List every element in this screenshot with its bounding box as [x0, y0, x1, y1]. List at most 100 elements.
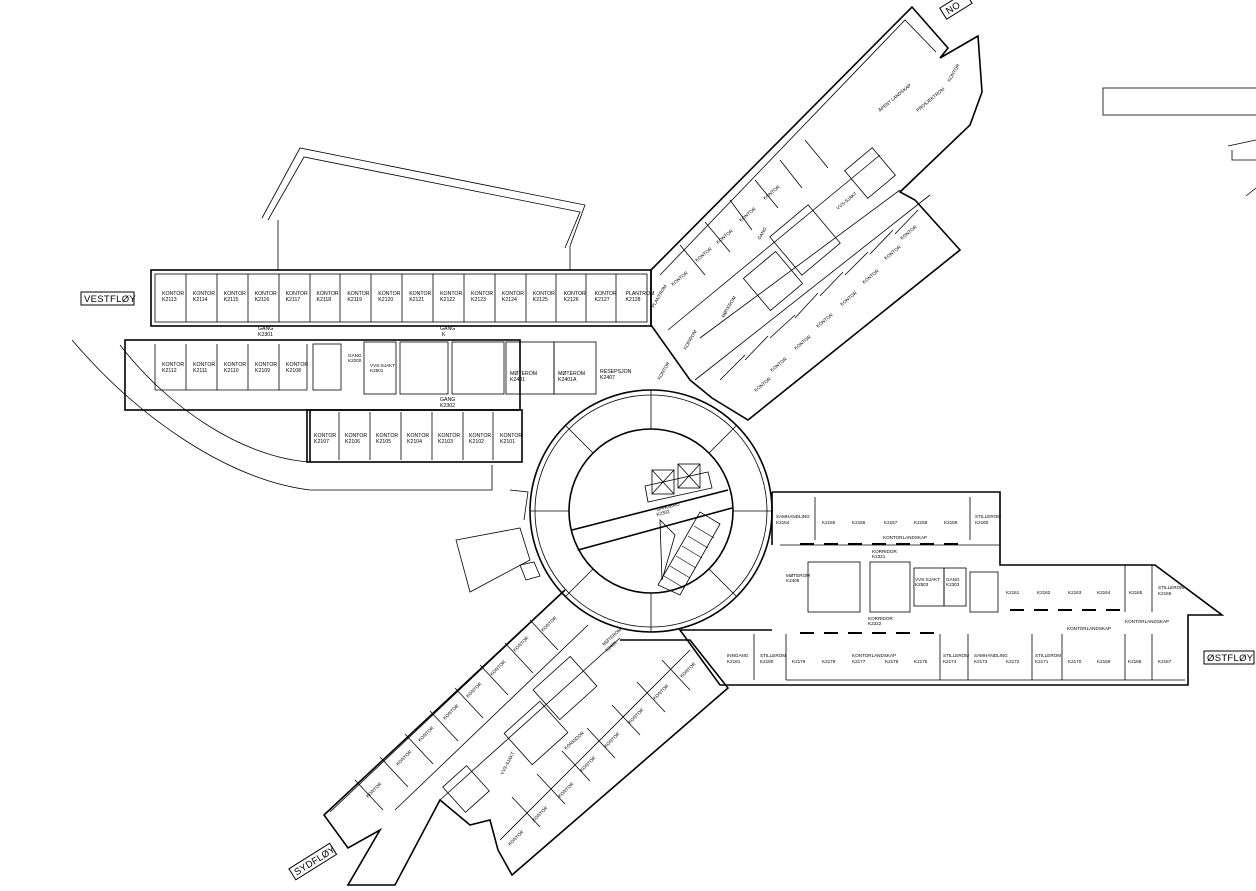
- east-meeting-label: MØTEROM K2405: [786, 573, 810, 583]
- room-code: K2106: [345, 439, 360, 445]
- room-label: KONTOR: [815, 312, 834, 329]
- landscape-label: KONTORLANDSKAP: [883, 535, 927, 540]
- room-name: KONTOR: [861, 268, 880, 285]
- room-name: GANG: [348, 353, 362, 358]
- corridor-label-name: GANG: [258, 326, 273, 332]
- room-code: K2128: [626, 297, 641, 303]
- room-name: KONTOR: [345, 433, 367, 439]
- room-name: VVS-SJAKT: [499, 751, 515, 776]
- room-name: KONTOR: [595, 291, 617, 297]
- west-stair-label: GANG K2200: [348, 353, 362, 363]
- west-wing-label: VESTFLØY: [80, 291, 136, 306]
- west-south-partitions: [338, 412, 494, 460]
- room-code: K2108: [286, 368, 301, 374]
- room-name: KONTOR: [502, 291, 524, 297]
- room-label: KONTOR: [540, 615, 558, 633]
- east-corridor-3-label: GANG K2303: [946, 577, 960, 587]
- room-label: KONTOR: [793, 334, 812, 351]
- room-label: KONTOR: [861, 268, 880, 285]
- room-name: KONTOR: [255, 362, 277, 368]
- room-name: STILLEROM: [975, 514, 1001, 519]
- room-code: K2302: [656, 509, 671, 517]
- east-shaft-label: VVS-SJAKT K2503: [915, 577, 940, 587]
- room-label: KONTOR: [603, 731, 621, 749]
- room-name: KONTOR: [679, 661, 697, 679]
- room-name: K2156: [852, 520, 866, 525]
- room-name: K2175: [914, 659, 928, 664]
- room-name: KONTOR: [376, 433, 398, 439]
- east-north-partitions: [814, 497, 971, 540]
- room-code: K2180: [760, 659, 774, 664]
- room-code: K2160: [975, 520, 989, 525]
- room-name: KONTOR: [715, 228, 734, 245]
- room-name: KONTOR: [469, 433, 491, 439]
- room-code: K2113: [162, 297, 177, 303]
- west-wing: [71, 147, 652, 491]
- room-label: KONTOR: [579, 755, 597, 773]
- room-name: KONTOR: [378, 291, 400, 297]
- room-name: MØTEROM: [721, 295, 737, 318]
- room-name: KONTOR: [507, 829, 525, 847]
- west-north-labels: KONTORK2113KONTORK2114KONTORK2115KONTORK…: [162, 291, 654, 303]
- corridor-label-code: K: [442, 332, 446, 338]
- room-label: PROSJEKTROM: [915, 86, 945, 112]
- room-label: K2172: [1006, 659, 1020, 664]
- meeting-room-2-label: MØTEROM K2401A: [558, 371, 585, 383]
- room-name: KONTOR: [564, 291, 586, 297]
- room-code: K2127: [595, 297, 610, 303]
- room-name: SAMHANDLING: [974, 653, 1008, 658]
- room-name: KONTOR: [793, 334, 812, 351]
- room-code: K2123: [471, 297, 486, 303]
- west-south-labels: KONTORK2107KONTORK2106KONTORK2105KONTORK…: [314, 433, 522, 445]
- room-name: KOPIROM: [683, 329, 698, 350]
- room-label: KONTOR: [531, 805, 549, 823]
- room-label: KONTOR: [465, 681, 483, 699]
- room-name: VVS-SJAKT: [835, 191, 858, 211]
- room-name: K2164: [1097, 590, 1111, 595]
- room-label: K2176: [885, 659, 899, 664]
- room-label: MØTEROM: [721, 295, 737, 318]
- room-code: K2103: [438, 439, 453, 445]
- room-name: KONTOR: [579, 755, 597, 773]
- room-code: K2177: [852, 659, 866, 664]
- room-code: K2105: [376, 439, 391, 445]
- room-name: K2167: [1158, 659, 1172, 664]
- room-code: K2107: [314, 439, 329, 445]
- room-code: K2116: [255, 297, 270, 303]
- room-name: KONTOR: [409, 291, 431, 297]
- wing-name: ØSTFLØY: [1207, 653, 1254, 664]
- room-label: KONTOR: [557, 781, 575, 799]
- room-name: K2176: [885, 659, 899, 664]
- room-label: K2179: [792, 659, 806, 664]
- room-label: KONTOR: [365, 781, 383, 799]
- elevators: [644, 463, 713, 503]
- south-wing: [322, 589, 730, 886]
- room-name: KONTOR: [365, 781, 383, 799]
- room-name: SAMHANDLING: [776, 514, 810, 519]
- room-name: KONTOR: [407, 433, 429, 439]
- corridor-label-code: K2301: [258, 332, 273, 338]
- room-code: K2200: [348, 358, 362, 363]
- room-name: KONTORLANDSKAP: [852, 653, 896, 658]
- east-corridor-2-label: KORRIDOR K2322: [868, 616, 893, 626]
- room-code: K2117: [286, 297, 301, 303]
- room-label: K2155: [822, 520, 836, 525]
- room-name: KONTOR: [540, 615, 558, 633]
- room-name: K2159: [944, 520, 958, 525]
